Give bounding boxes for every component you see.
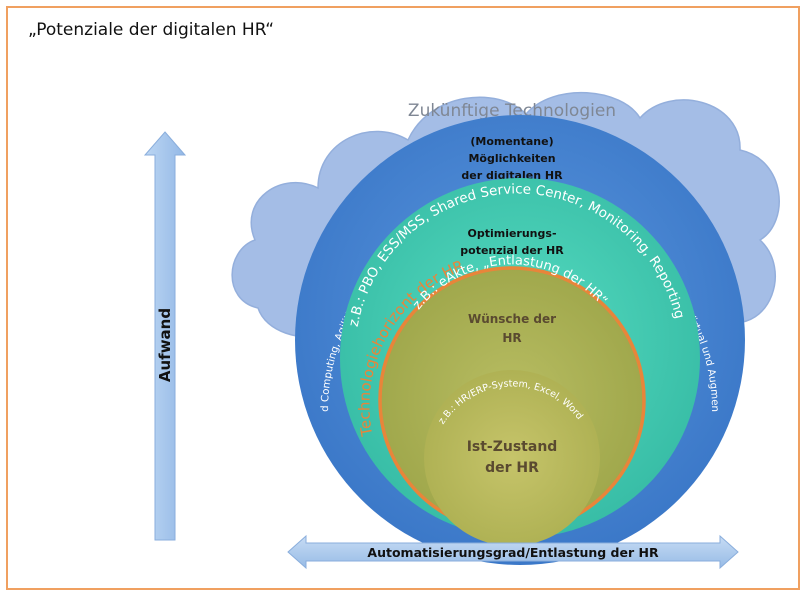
- y-axis-label: Aufwand: [156, 308, 174, 382]
- inner-circle-label-2: der HR: [485, 460, 539, 476]
- aufwand-arrow: [143, 131, 187, 541]
- teal-ring-label-1: Optimierungs-: [467, 227, 556, 240]
- blue-ring-label-2: Möglichkeiten: [468, 152, 555, 165]
- x-axis-label: Automatisierungsgrad/Entlastung der HR: [367, 545, 659, 560]
- blue-ring-label-1: (Momentane): [470, 135, 553, 148]
- olive-ring-label-1: Wünsche der: [468, 312, 556, 326]
- olive-ring-label-2: HR: [502, 331, 521, 345]
- cloud-label: Zukünftige Technologien: [408, 101, 616, 121]
- blue-ring-label-3: der digitalen HR: [461, 169, 563, 182]
- automation-arrow: [287, 534, 739, 570]
- teal-ring-label-2: potenzial der HR: [460, 244, 564, 257]
- outer-frame: [6, 6, 800, 590]
- inner-circle: [424, 370, 600, 546]
- inner-circle-label-1: Ist-Zustand: [467, 439, 558, 455]
- page-title: „Potenziale der digitalen HR“: [28, 20, 275, 40]
